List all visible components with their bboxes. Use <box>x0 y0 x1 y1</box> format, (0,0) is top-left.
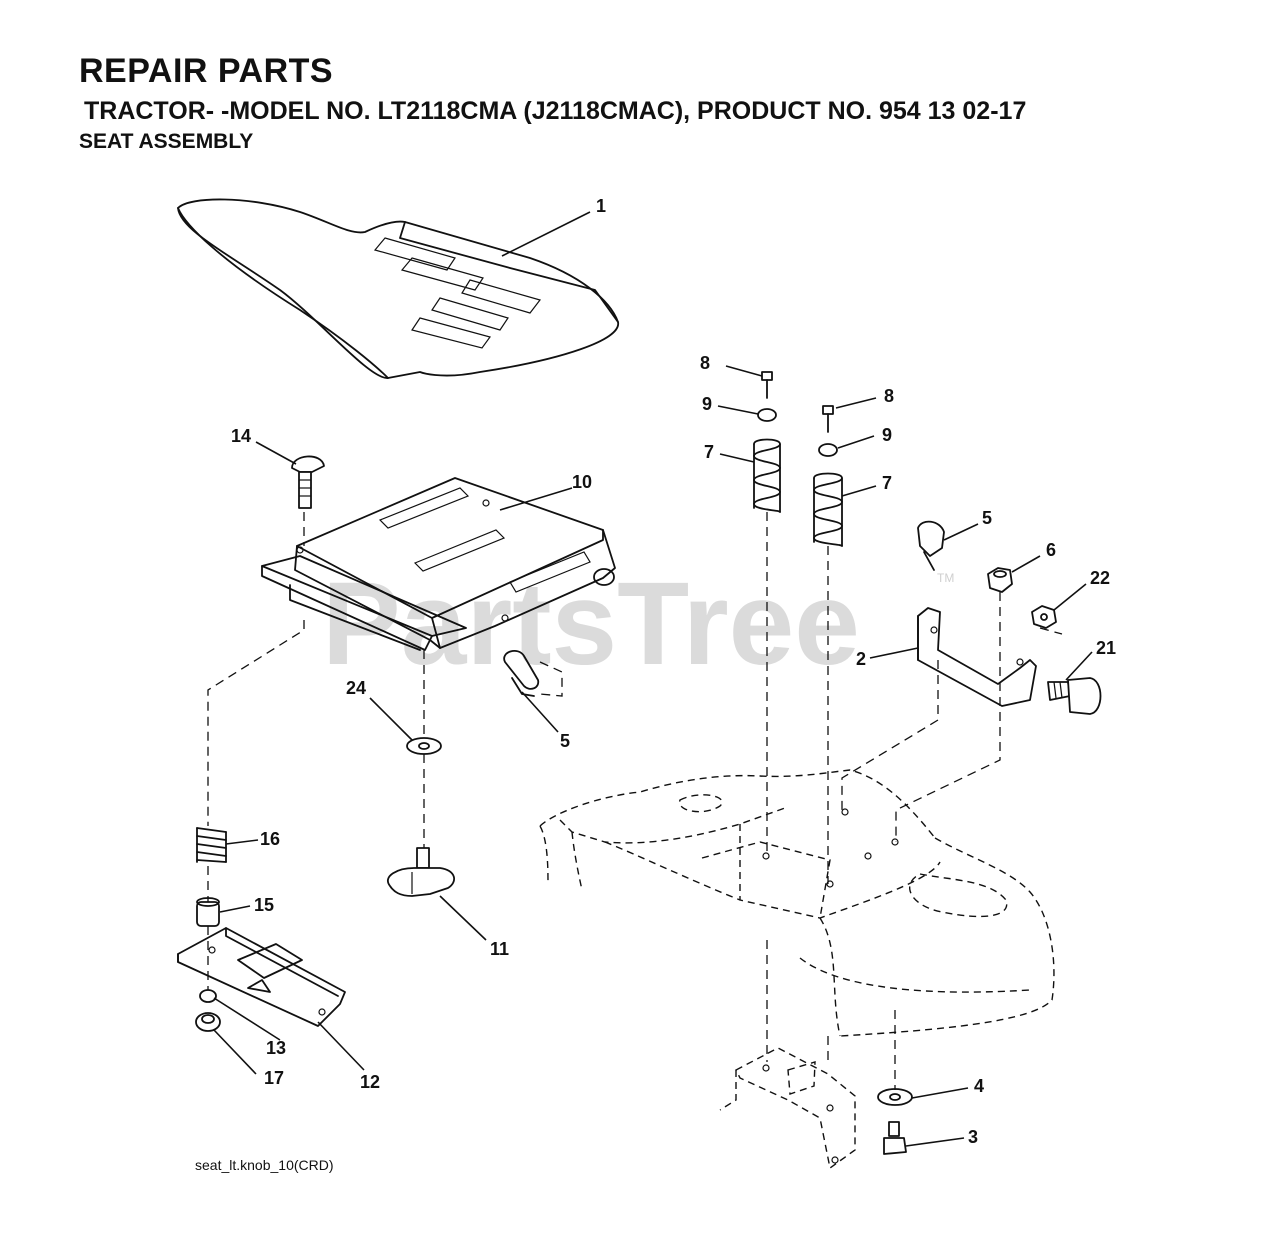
page-title: REPAIR PARTS <box>79 52 334 90</box>
seat-part[interactable] <box>177 198 619 379</box>
callout-6: 6 <box>1046 540 1056 560</box>
callout-17: 17 <box>264 1068 284 1088</box>
leader-lines <box>213 211 1093 1147</box>
assembly-lines <box>207 512 1063 1090</box>
callout-9-right: 9 <box>882 425 892 445</box>
nut-part[interactable] <box>987 567 1013 593</box>
bolt-part-lower[interactable] <box>883 1121 907 1155</box>
callout-24: 24 <box>346 678 366 698</box>
callout-11: 11 <box>490 939 509 959</box>
callout-21: 21 <box>1096 638 1116 658</box>
bushing-part[interactable] <box>196 897 220 927</box>
callout-8-left: 8 <box>700 353 710 373</box>
watermark: PartsTree <box>322 558 860 690</box>
callout-10: 10 <box>572 472 592 492</box>
bolt-part-left[interactable] <box>761 371 773 399</box>
watermark-tm: TM <box>937 571 954 585</box>
callout-22: 22 <box>1090 568 1110 588</box>
bolt-part-right[interactable] <box>822 405 834 433</box>
lower-mount-bracket <box>719 1047 856 1170</box>
callout-5-left: 5 <box>560 731 570 751</box>
spring-small-part[interactable] <box>196 827 227 863</box>
washer-part[interactable] <box>406 737 442 755</box>
washer-part-right[interactable] <box>818 443 838 457</box>
shoulder-bolt-part[interactable] <box>1047 677 1102 715</box>
callout-4: 4 <box>974 1076 984 1096</box>
nut-small-part[interactable] <box>199 989 217 1003</box>
callout-1: 1 <box>596 196 606 216</box>
carriage-bolt-part[interactable] <box>291 455 325 509</box>
callout-14: 14 <box>231 426 251 446</box>
section-title: SEAT ASSEMBLY <box>79 130 254 153</box>
fender-frame <box>539 769 1055 1037</box>
callout-13: 13 <box>266 1038 286 1058</box>
washer-part-lower[interactable] <box>877 1088 913 1106</box>
seat-pan-part[interactable] <box>261 477 616 651</box>
callout-5-right: 5 <box>982 508 992 528</box>
locknut-part[interactable] <box>195 1012 221 1032</box>
bracket-plate-part[interactable] <box>177 927 346 1027</box>
clip-part-left[interactable] <box>503 649 563 697</box>
hexnut-part[interactable] <box>1031 605 1057 629</box>
callout-7-right: 7 <box>882 473 892 493</box>
callout-12: 12 <box>360 1072 380 1092</box>
pivot-bracket-part[interactable] <box>917 607 1037 707</box>
washer-part-left[interactable] <box>757 408 777 422</box>
model-subtitle: TRACTOR- -MODEL NO. LT2118CMA (J2118CMAC… <box>84 97 1027 125</box>
callout-7-left: 7 <box>704 442 714 462</box>
drawing-reference: seat_lt.knob_10(CRD) <box>195 1157 334 1173</box>
callout-9-left: 9 <box>702 394 712 414</box>
callout-3: 3 <box>968 1127 978 1147</box>
callout-15: 15 <box>254 895 274 915</box>
callout-2: 2 <box>856 649 866 669</box>
callout-labels: 1 10 14 5 24 11 16 15 13 17 12 8 9 7 8 9… <box>231 196 1116 1147</box>
spring-part-left[interactable] <box>753 438 781 513</box>
clip-part-right[interactable] <box>917 520 945 571</box>
callout-8-right: 8 <box>884 386 894 406</box>
knob-part[interactable] <box>387 847 455 897</box>
callout-16: 16 <box>260 829 280 849</box>
spring-part-right[interactable] <box>813 472 843 547</box>
